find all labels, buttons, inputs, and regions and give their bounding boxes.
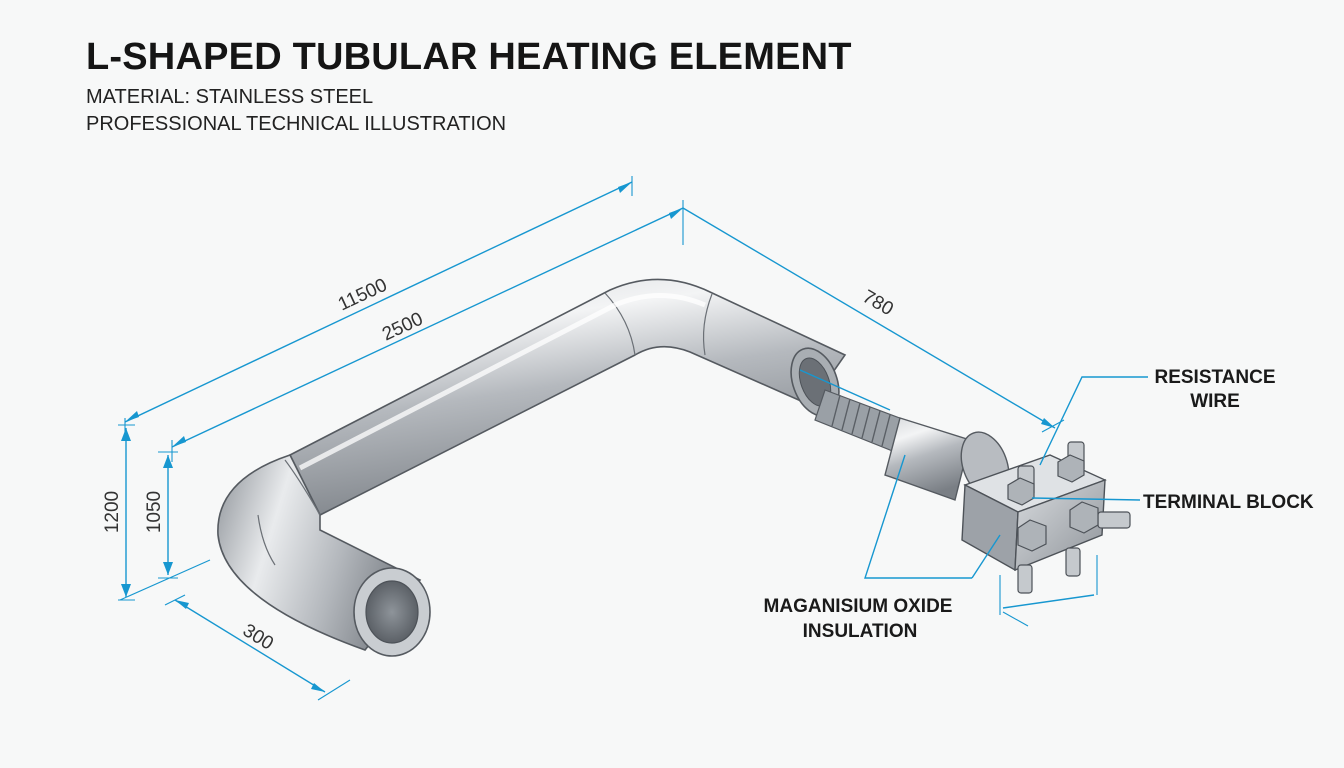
dim-line-300 bbox=[174, 599, 326, 693]
dim-line-11500 bbox=[124, 181, 633, 423]
dim-line-2500 bbox=[171, 207, 684, 448]
leader-terminal-block bbox=[1031, 497, 1141, 501]
material-label: MATERIAL: STAINLESS STEEL bbox=[86, 86, 374, 108]
tube-main-section bbox=[288, 278, 847, 517]
subtitle: PROFESSIONAL TECHNICAL ILLUSTRATION bbox=[86, 113, 507, 135]
callout-resistance-wire-line2: WIRE bbox=[1190, 391, 1240, 412]
page-title: L-SHAPED TUBULAR HEATING ELEMENT bbox=[86, 36, 852, 78]
dim-label-300: 300 bbox=[239, 620, 277, 655]
terminal-nut bbox=[1007, 454, 1099, 552]
coil-windings bbox=[831, 394, 891, 447]
dim-label-1050: 1050 bbox=[144, 491, 165, 533]
callout-leaders bbox=[799, 369, 1148, 579]
dim-line-780 bbox=[682, 207, 1056, 429]
insulation-sleeve bbox=[884, 417, 971, 501]
tube-bore bbox=[365, 580, 419, 644]
header: L-SHAPED TUBULAR HEATING ELEMENT MATERIA… bbox=[86, 34, 852, 138]
tube-seam bbox=[604, 292, 636, 356]
dim-label-1200: 1200 bbox=[102, 491, 123, 533]
tube-seam bbox=[257, 514, 276, 566]
dim-label-2500: 2500 bbox=[379, 309, 426, 346]
dim-line-terminal bbox=[1002, 594, 1095, 609]
dimension-lines bbox=[118, 176, 1098, 701]
tube-body bbox=[217, 278, 1010, 657]
callout-insulation-line1: MAGANISIUM OXIDE bbox=[764, 596, 953, 617]
leader-insulation-2 bbox=[971, 534, 1001, 579]
terminal-block bbox=[961, 441, 1131, 594]
callout-insulation-line2: INSULATION bbox=[803, 621, 918, 642]
leader-coil-arrow bbox=[799, 369, 891, 411]
callout-terminal-block: TERMINAL BLOCK bbox=[1143, 492, 1314, 513]
tube-highlight bbox=[298, 293, 706, 471]
leader-insulation bbox=[864, 454, 972, 579]
callout-resistance-wire-line1: RESISTANCE bbox=[1154, 367, 1275, 388]
leader-resistance-wire bbox=[1039, 376, 1148, 466]
tube-seam bbox=[702, 293, 713, 356]
resistance-coil bbox=[814, 389, 906, 453]
tube-seam bbox=[284, 459, 321, 516]
